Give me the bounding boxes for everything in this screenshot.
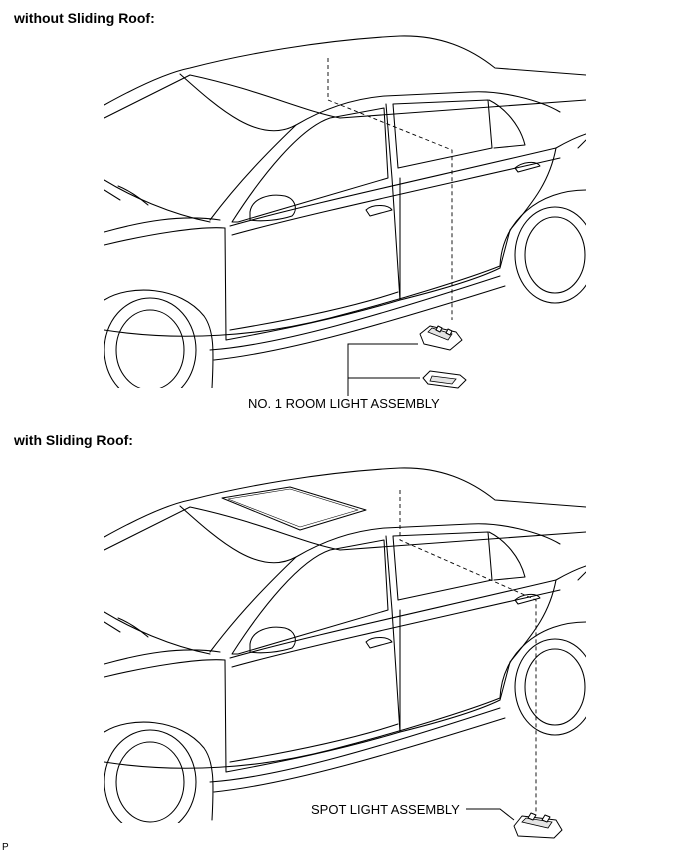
room-light-icon [419, 325, 463, 351]
room-light-leader-line [327, 58, 453, 320]
spot-light-assembly-label: SPOT LIGHT ASSEMBLY [311, 802, 460, 817]
section-heading-without-sliding-roof: without Sliding Roof: [14, 10, 155, 26]
sunroof-icon [221, 486, 367, 531]
room-light-lens-icon [422, 370, 467, 389]
spot-light-callout-leader [466, 808, 515, 821]
car-outline-icon [104, 35, 586, 388]
section-heading-with-sliding-roof: with Sliding Roof: [14, 432, 133, 448]
corner-mark: P [2, 842, 9, 853]
car-outline-icon [104, 467, 586, 823]
room-light-callout-bracket [347, 343, 420, 396]
room-light-assembly-label: NO. 1 ROOM LIGHT ASSEMBLY [248, 396, 440, 411]
spot-light-leader-line [399, 490, 537, 812]
spot-light-icon [513, 812, 563, 839]
